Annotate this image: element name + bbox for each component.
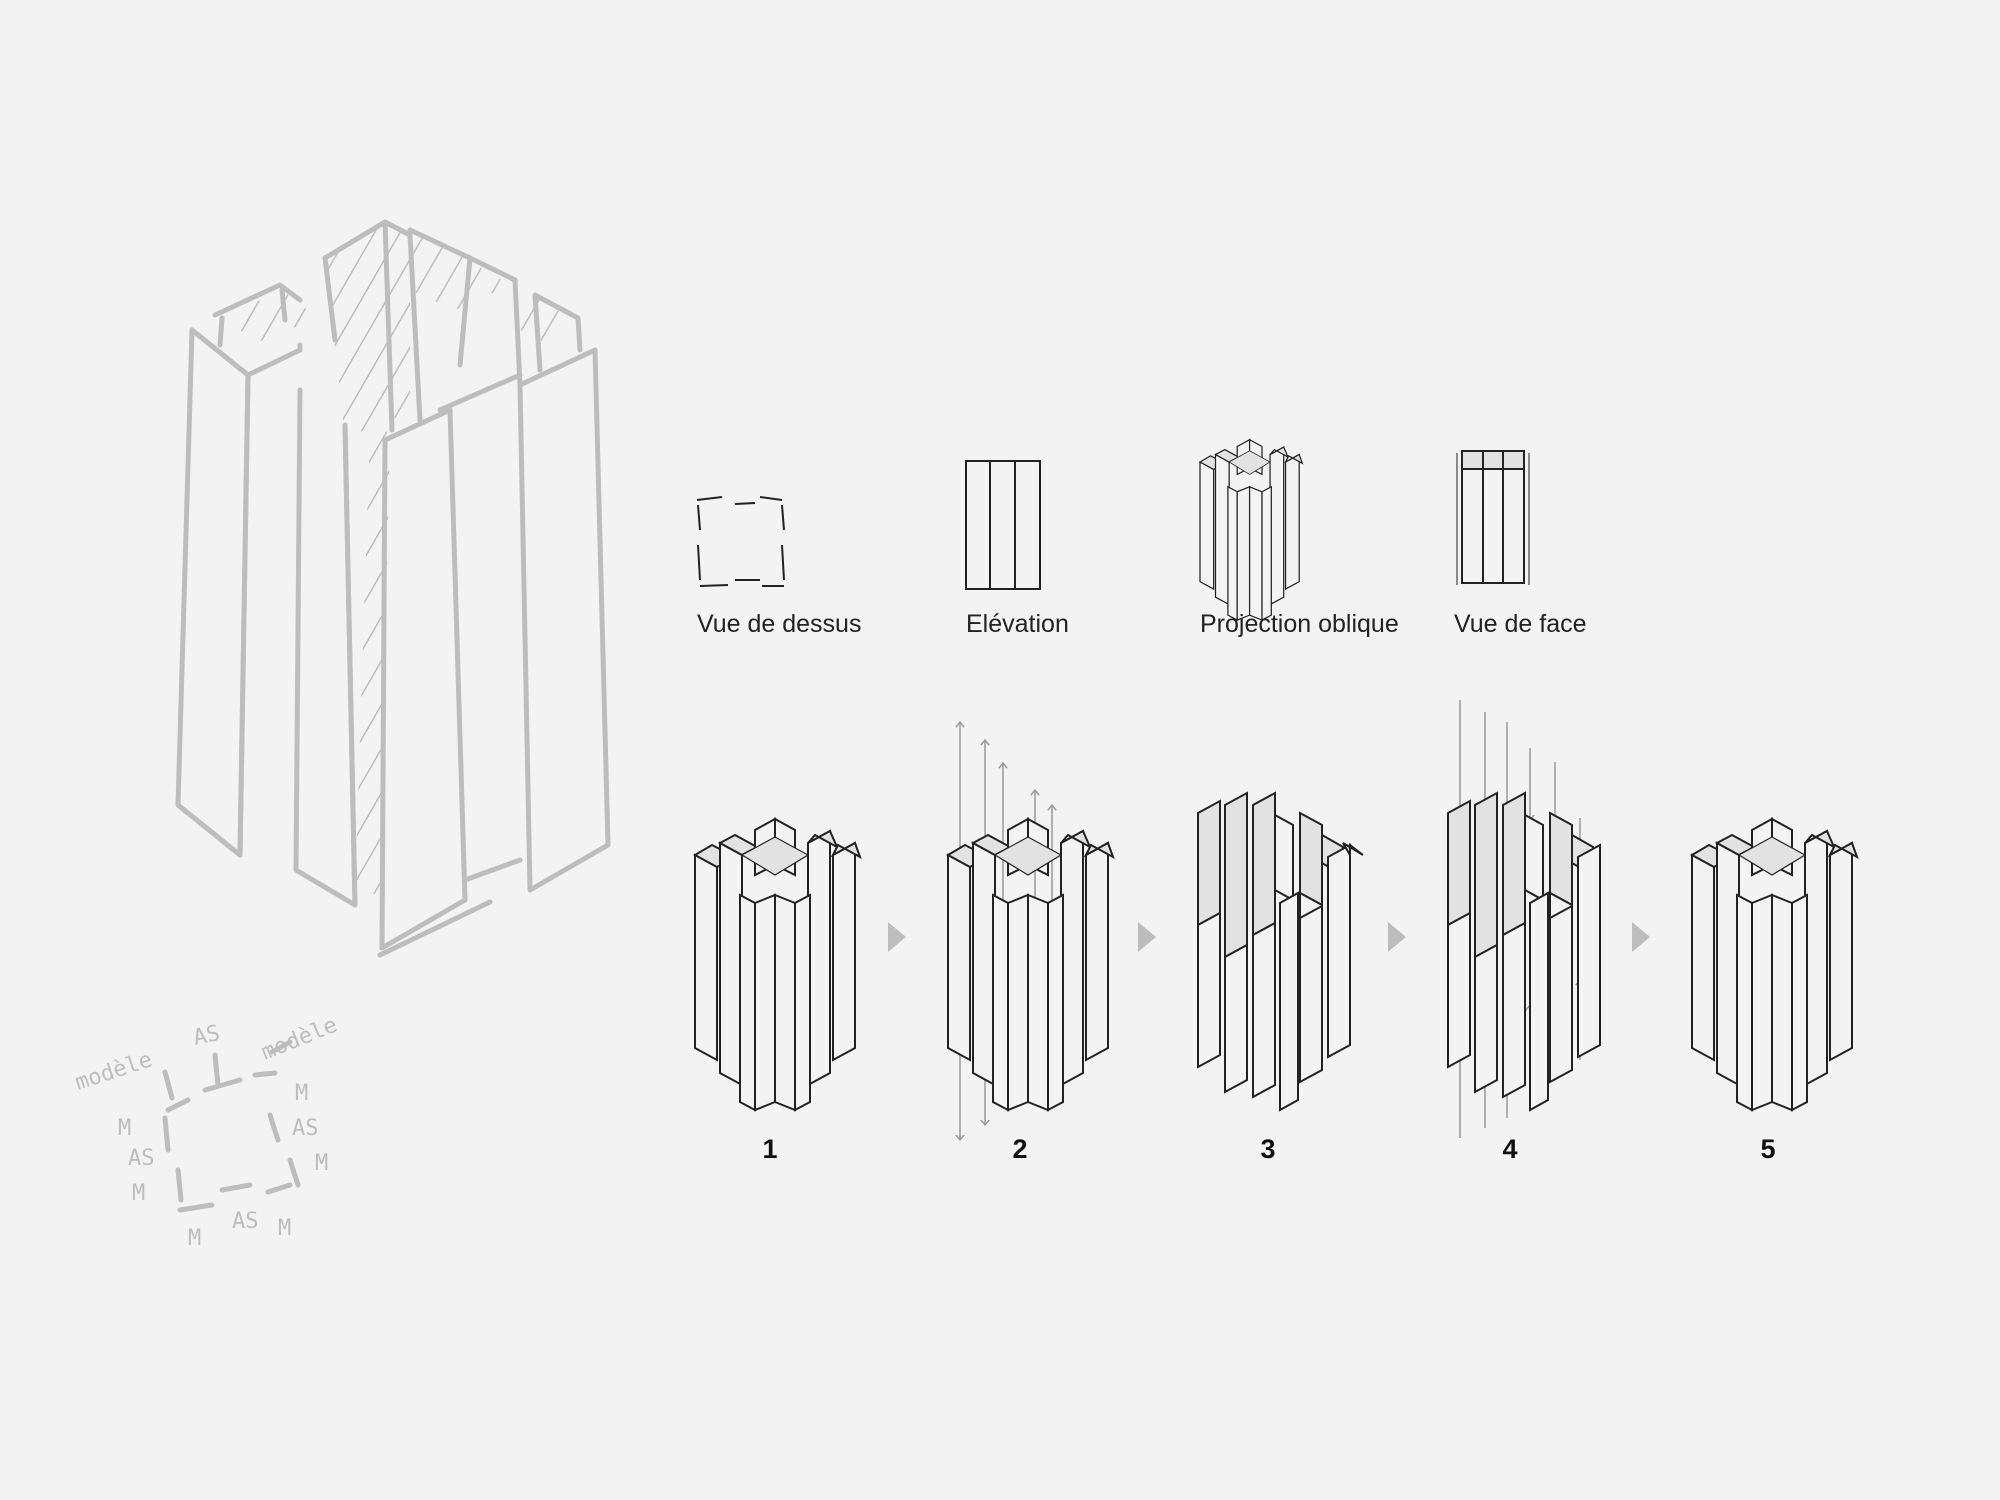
step-4-diagram (1447, 791, 1601, 1112)
sketch-note: AS (128, 1146, 155, 1171)
elevation-icon (965, 460, 1041, 590)
sketch-note: M (295, 1081, 308, 1106)
sketch-note: M (118, 1116, 131, 1141)
view-label-front: Vue de face (1454, 610, 1587, 638)
next-step-chevron (1632, 922, 1650, 952)
step-number-1: 1 (762, 1134, 778, 1164)
step-number-5: 5 (1760, 1134, 1776, 1164)
step-3-diagram (1197, 791, 1364, 1112)
sketch-note: M (315, 1151, 328, 1176)
step-5-diagram (1691, 818, 1858, 1111)
next-step-chevron (888, 922, 906, 952)
view-label-oblique: Projection oblique (1200, 610, 1399, 638)
top-view-icon (696, 496, 785, 587)
sketch-note: M (278, 1216, 291, 1241)
step-2-diagram (947, 818, 1114, 1111)
sketch-note: AS (232, 1209, 259, 1234)
sketch-note: AS (191, 1021, 222, 1051)
view-label-top: Vue de dessus (697, 610, 862, 638)
step-number-4: 4 (1502, 1134, 1518, 1164)
sketch-plan-notes: modèle AS modèle M AS M M AS M M AS M (72, 1013, 341, 1251)
front-view-icon (1456, 450, 1530, 585)
view-label-elevation: Elévation (966, 610, 1069, 638)
step-number-3: 3 (1260, 1134, 1276, 1164)
sketch-tower (175, 219, 611, 958)
sketch-note: modèle (72, 1047, 155, 1095)
sketch-note: modèle (258, 1013, 341, 1066)
step-1-diagram (694, 818, 861, 1111)
oblique-projection-icon (1199, 439, 1303, 621)
sketch-note: AS (292, 1116, 319, 1141)
sketch-note: M (188, 1226, 201, 1251)
step-number-2: 2 (1012, 1134, 1028, 1164)
next-step-chevron (1388, 922, 1406, 952)
sketch-note: M (132, 1181, 145, 1206)
next-step-chevron (1138, 922, 1156, 952)
